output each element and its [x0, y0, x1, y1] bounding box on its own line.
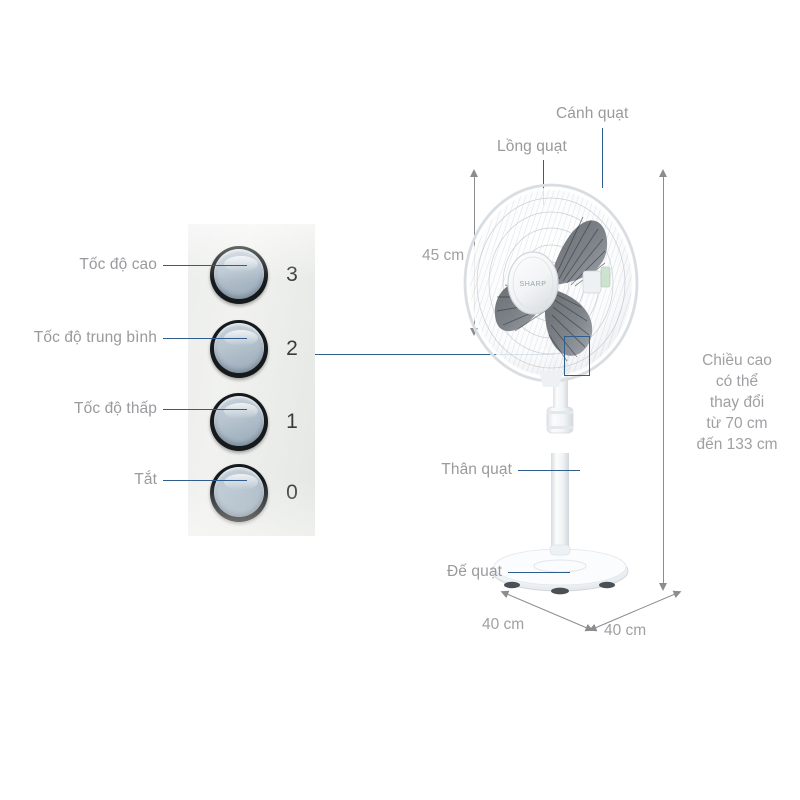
dimension-base-depth: 40 cm — [482, 616, 525, 633]
label-fan-base: Đế quạt — [447, 563, 502, 580]
leader-fan-cage — [543, 160, 544, 205]
fan-hub: SHARP — [507, 251, 559, 315]
dimension-line-total-height — [663, 175, 664, 585]
arrow-head-down-45 — [470, 328, 478, 336]
knob-cap — [214, 467, 264, 517]
knob-number-0: 0 — [286, 481, 298, 504]
fan-rear-knob — [582, 266, 611, 294]
leader-speed-medium — [163, 338, 247, 339]
total-height-line-1: Chiều cao — [702, 352, 772, 369]
speed-knob-3[interactable] — [210, 246, 268, 304]
knob-number-1: 1 — [286, 410, 298, 433]
control-panel-photo: 3 2 1 0 — [188, 224, 315, 536]
knob-cap — [214, 249, 264, 299]
arrow-total-up — [659, 169, 667, 177]
control-panel-highlight-box — [564, 336, 590, 376]
label-fan-cage: Lồng quạt — [497, 138, 567, 155]
label-speed-low: Tốc độ thấp — [74, 400, 157, 417]
leader-fan-body — [518, 470, 580, 471]
label-speed-high: Tốc độ cao — [79, 256, 157, 273]
leader-fan-base — [508, 572, 570, 573]
label-speed-medium: Tốc độ trung bình — [33, 329, 157, 346]
arrow-head-up-45 — [470, 169, 478, 177]
knob-gloss — [224, 256, 258, 272]
total-height-line-4: từ 70 cm — [706, 415, 768, 432]
dimension-total-height: Chiều cao có thể thay đổi từ 70 cm đến 1… — [676, 350, 798, 455]
dimension-base-width: 40 cm — [604, 622, 647, 639]
label-fan-body: Thân quạt — [441, 461, 512, 478]
leader-speed-low — [163, 409, 247, 410]
knob-cap — [214, 396, 264, 446]
leader-speed-high — [163, 265, 247, 266]
leader-speed-off — [163, 480, 247, 481]
knob-cap — [214, 323, 264, 373]
total-height-line-2: có thể — [715, 373, 759, 390]
dimension-head-height: 45 cm — [422, 247, 465, 264]
brand-logo: SHARP — [519, 281, 546, 288]
speed-knob-0[interactable] — [210, 464, 268, 522]
fan-cage: SHARP — [463, 183, 639, 387]
knob-number-3: 3 — [286, 263, 298, 286]
label-speed-off: Tắt — [134, 471, 157, 488]
fan-cage-mesh: SHARP — [469, 189, 633, 377]
knob-gloss — [224, 403, 258, 419]
total-height-line-3: thay đổi — [709, 394, 765, 411]
label-fan-blade: Cánh quạt — [556, 105, 629, 122]
speed-knob-2[interactable] — [210, 320, 268, 378]
fan-illustration: SHARP — [463, 183, 639, 595]
total-height-line-5: đến 133 cm — [696, 436, 778, 453]
knob-number-2: 2 — [286, 337, 298, 360]
knob-gloss — [224, 474, 258, 490]
leader-fan-blade — [602, 128, 603, 188]
leader-panel-to-fan — [315, 354, 565, 355]
base-dimension-arrows — [500, 590, 682, 632]
fan-base — [491, 548, 629, 595]
speed-knob-1[interactable] — [210, 393, 268, 451]
arrow-total-down — [659, 583, 667, 591]
